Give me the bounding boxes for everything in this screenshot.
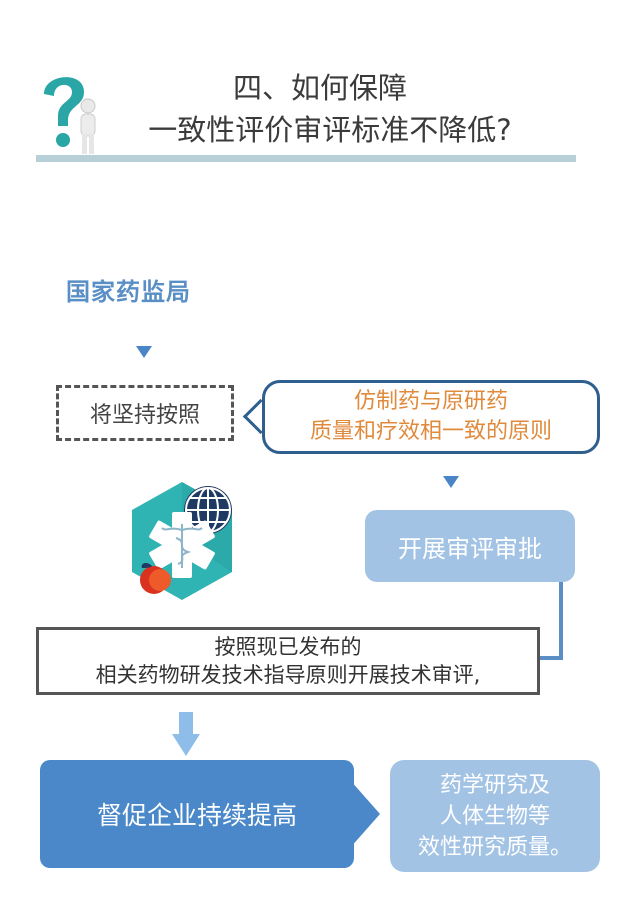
principle-bubble: 仿制药与原研药 质量和疗效相一致的原则	[262, 380, 600, 454]
technical-review-box: 按照现已发布的 相关药物研发技术指导原则开展技术审评,	[36, 627, 540, 695]
tech-line1: 按照现已发布的	[214, 635, 362, 659]
connector-line	[559, 582, 563, 660]
agency-label: 国家药监局	[66, 278, 191, 306]
review-approval-box: 开展审评审批	[365, 510, 575, 582]
down-triangle-icon	[443, 476, 459, 488]
question-mark-figure-icon	[38, 68, 108, 156]
down-arrow-head-icon	[172, 734, 200, 756]
urge-text: 督促企业持续提高	[96, 801, 297, 830]
connector-line	[540, 656, 563, 660]
down-triangle-icon	[136, 346, 152, 358]
adhere-text: 将坚持按照	[89, 403, 200, 428]
title-divider	[36, 155, 576, 162]
quality-line3: 效性研究质量。	[417, 834, 572, 860]
page-title-line1: 四、如何保障	[232, 71, 407, 105]
adhere-box: 将坚持按照	[56, 385, 234, 441]
quality-line2: 人体生物等	[439, 803, 550, 829]
tech-line2: 相关药物研发技术指导原则开展技术审评,	[95, 663, 481, 687]
quality-line1: 药学研究及	[439, 772, 550, 798]
page-title-line2: 一致性评价审评标准不降低?	[148, 113, 512, 147]
callout-pointer	[350, 780, 380, 848]
down-arrow-icon	[179, 712, 193, 736]
review-text: 开展审评审批	[398, 534, 542, 563]
principle-line1: 仿制药与原研药	[353, 389, 508, 414]
medical-globe-apple-icon	[126, 476, 238, 604]
urge-enterprise-box: 督促企业持续提高	[40, 760, 354, 868]
principle-line2: 质量和疗效相一致的原则	[309, 419, 552, 444]
research-quality-box: 药学研究及 人体生物等 效性研究质量。	[390, 760, 600, 872]
